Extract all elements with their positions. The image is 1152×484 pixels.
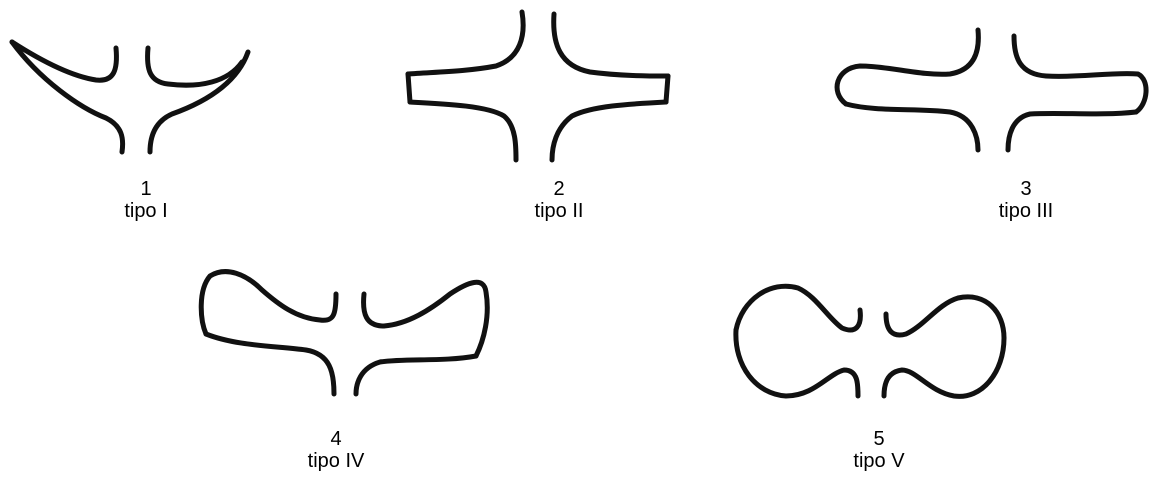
shape-2-upper-left-arm <box>405 9 526 77</box>
shape-type-5-caption: 5 tipo V <box>799 428 959 472</box>
shape-3-upper-left-arm <box>834 27 981 107</box>
shape-type-4-number: 4 <box>330 428 342 450</box>
shape-type-5-label: tipo V <box>853 450 905 472</box>
shape-3-upper-right-arm <box>1011 33 1149 115</box>
shape-5-upper-left-lobe <box>733 283 863 333</box>
shape-type-3-outline <box>834 27 1149 153</box>
shape-type-2-caption: 2 tipo II <box>479 178 639 222</box>
shape-3-lower-right-arm <box>1005 109 1139 153</box>
shape-type-4-outline <box>198 269 490 397</box>
shape-5-lower-left-lobe <box>733 327 861 399</box>
shape-1-left-upper-curve <box>9 39 119 83</box>
shape-1-right-lower-curve <box>147 49 251 155</box>
shape-type-2-outline <box>405 9 671 163</box>
shape-type-1-outline <box>9 39 251 155</box>
shape-4-lower-right-lobe <box>353 353 479 397</box>
shape-type-5-number: 5 <box>873 428 885 450</box>
shape-5-upper-right-lobe <box>883 294 1007 341</box>
shape-type-2-number: 2 <box>553 178 565 200</box>
shape-4-upper-right-lobe <box>361 279 490 359</box>
shape-type-1-label: tipo I <box>124 200 168 222</box>
shape-2-upper-right-arm <box>551 11 671 79</box>
shape-4-upper-left-lobe <box>198 269 339 337</box>
shape-type-1-number: 1 <box>140 178 152 200</box>
shape-1-right-upper-curve <box>145 45 245 88</box>
shape-type-2-label: tipo II <box>534 200 584 222</box>
shape-type-4-label: tipo IV <box>307 450 365 472</box>
shape-2-right-end <box>663 73 671 105</box>
shape-type-5-outline <box>733 283 1007 399</box>
shape-5-lower-right-lobe <box>881 335 1007 399</box>
shape-2-lower-left-arm <box>407 99 519 163</box>
shape-1-left-lower-curve <box>9 39 126 155</box>
shape-2-lower-right-arm <box>549 99 669 163</box>
shape-type-3-number: 3 <box>1020 178 1032 200</box>
shape-type-1-caption: 1 tipo I <box>66 178 226 222</box>
shape-3-lower-left-arm <box>843 101 981 153</box>
shape-2-left-end <box>405 71 413 105</box>
shape-type-3-caption: 3 tipo III <box>946 178 1106 222</box>
shape-type-4-caption: 4 tipo IV <box>256 428 416 472</box>
shape-4-lower-left-lobe <box>203 331 337 397</box>
shape-type-3-label: tipo III <box>998 200 1054 222</box>
